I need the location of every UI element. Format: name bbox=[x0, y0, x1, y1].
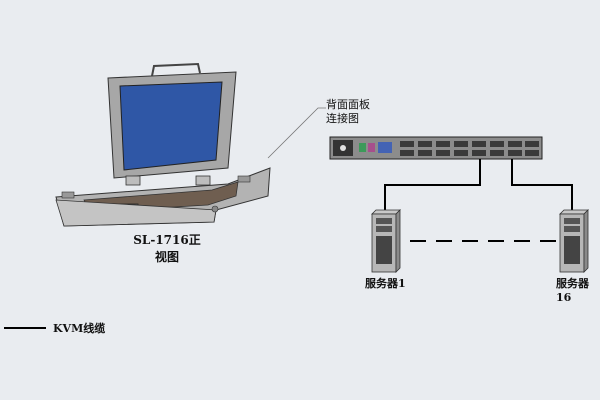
server-16-tower bbox=[559, 209, 589, 273]
port-6 bbox=[436, 150, 450, 156]
port-14 bbox=[508, 150, 522, 156]
server-1-drive-1 bbox=[376, 218, 392, 224]
port-15 bbox=[525, 141, 539, 147]
ps2-port-purple bbox=[368, 143, 375, 152]
server-1-drive-2 bbox=[376, 226, 392, 232]
front-knob bbox=[211, 205, 219, 213]
lcd-kvm-console bbox=[55, 62, 271, 227]
back-panel-label: 背面面板 连接图 bbox=[326, 98, 370, 126]
port-2 bbox=[400, 150, 414, 156]
legend-label-kvm-cable: KVM线缆 bbox=[53, 322, 106, 335]
port-12 bbox=[490, 150, 504, 156]
back-panel-label-line-2: 连接图 bbox=[326, 112, 359, 125]
server-16-top bbox=[559, 209, 589, 215]
port-1 bbox=[400, 141, 414, 147]
front-bezel bbox=[55, 199, 217, 227]
server-1-tower bbox=[371, 209, 401, 273]
server-16-side bbox=[583, 209, 589, 273]
server-16-grille bbox=[564, 236, 580, 264]
server-16-label: 服务器16 bbox=[556, 277, 589, 304]
server-1-side bbox=[395, 209, 401, 273]
port-13 bbox=[508, 141, 522, 147]
port-7 bbox=[454, 141, 468, 147]
port-3 bbox=[418, 141, 432, 147]
device-caption-line-2: 视图 bbox=[154, 250, 179, 264]
port-16 bbox=[525, 150, 539, 156]
hinge-right bbox=[195, 175, 211, 186]
lid-handle bbox=[151, 62, 201, 77]
server-16-drive-1 bbox=[564, 218, 580, 224]
kvm-cable-server-1 bbox=[384, 159, 481, 212]
port-4 bbox=[418, 150, 432, 156]
vga-port-console bbox=[378, 142, 392, 153]
kvm-back-panel bbox=[329, 136, 543, 160]
port-8 bbox=[454, 150, 468, 156]
server-1-grille bbox=[376, 236, 392, 264]
hinge-left bbox=[125, 175, 141, 186]
server-1-label: 服务器1 bbox=[365, 277, 406, 290]
device-caption-line-1: SL-1716正 bbox=[133, 233, 201, 247]
server-1-top bbox=[371, 209, 401, 215]
back-panel-label-line-1: 背面面板 bbox=[326, 98, 370, 111]
kvm-cable-server-16 bbox=[511, 159, 573, 212]
rack-ear-right bbox=[237, 175, 251, 183]
lcd-screen bbox=[119, 81, 223, 171]
ps2-port-green bbox=[359, 143, 366, 152]
power-switch bbox=[340, 145, 346, 151]
device-caption: SL-1716正 视图 bbox=[122, 232, 212, 266]
port-10 bbox=[472, 150, 486, 156]
port-9 bbox=[472, 141, 486, 147]
port-5 bbox=[436, 141, 450, 147]
server-16-drive-2 bbox=[564, 226, 580, 232]
port-11 bbox=[490, 141, 504, 147]
rack-ear-left bbox=[61, 191, 75, 199]
leader-line bbox=[267, 107, 326, 159]
